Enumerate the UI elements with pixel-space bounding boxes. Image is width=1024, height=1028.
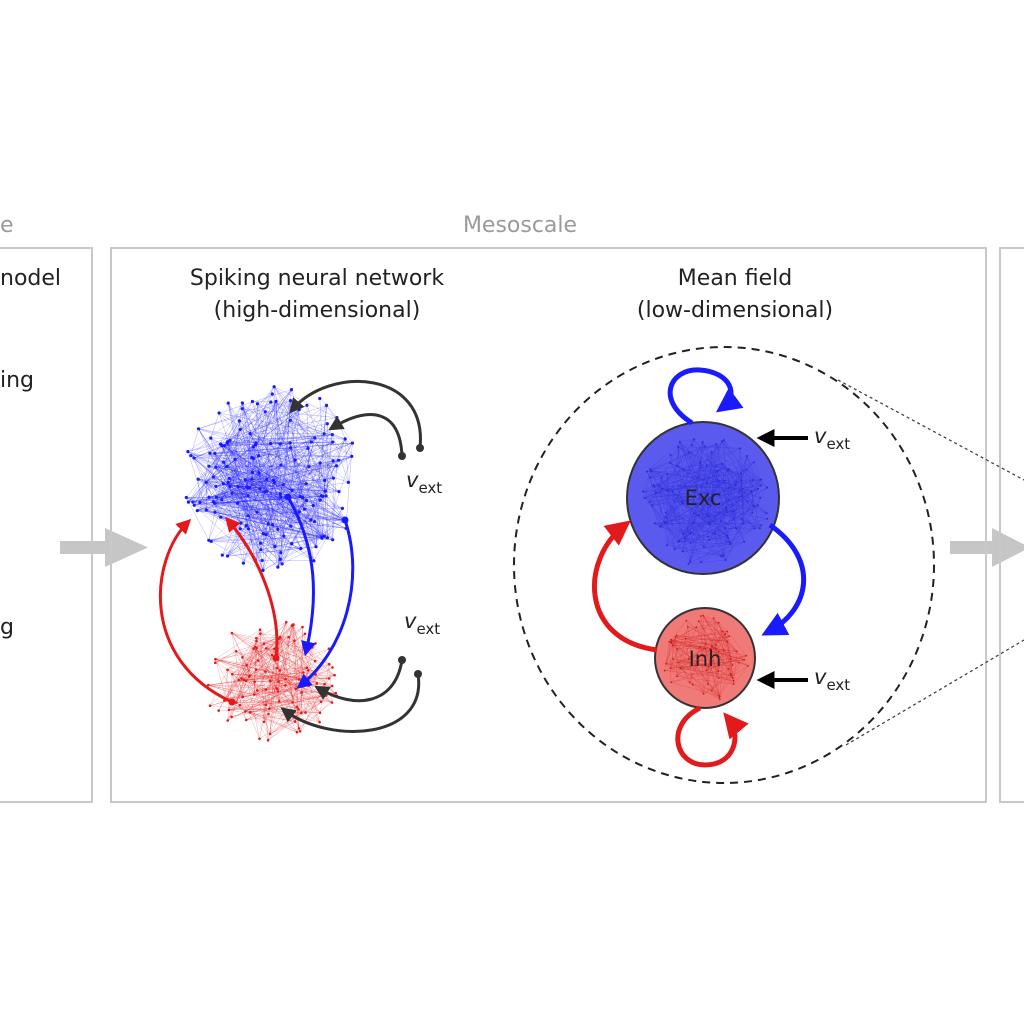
external-source-dot-4: [414, 670, 422, 678]
external-source-dot-2: [398, 452, 406, 460]
snn-external-input-arrow-2: [332, 415, 402, 456]
mf-vext-label-exc: vext: [814, 424, 850, 453]
inh-node-label: Inh: [689, 647, 722, 671]
mesoscale-label: Mesoscale: [463, 213, 577, 238]
left-panel-border: [0, 248, 92, 802]
excitatory-network-cluster: [185, 385, 354, 572]
inh-self-loop-arrow: [678, 708, 735, 765]
exc-node-label: Exc: [685, 486, 722, 510]
mf-vext-label-inh: vext: [814, 665, 850, 694]
snn-red-origin-dot-2: [273, 655, 280, 662]
inhibitory-network-cluster: [207, 621, 338, 742]
right-panel-border: [1000, 248, 1024, 802]
snn-title-line-2: (high-dimensional): [214, 298, 421, 323]
zoom-line-bottom: [846, 640, 1024, 745]
external-source-dot-3: [398, 656, 406, 664]
external-source-dot-1: [416, 444, 424, 452]
snn-inh-to-exc-arrow-outer: [160, 522, 232, 702]
center-panel-border: [111, 248, 986, 802]
snn-vext-label-top: vext: [406, 468, 442, 497]
snn-red-origin-dot: [229, 699, 236, 706]
exc-to-inh-arrow: [768, 525, 804, 632]
snn-blue-origin-dot-2: [342, 517, 349, 524]
mf-title-line-2: (low-dimensional): [637, 298, 833, 323]
left-text-line-1: nodel: [0, 266, 61, 291]
mf-title-line-1: Mean field: [678, 266, 792, 291]
snn-vext-label-bottom: vext: [404, 609, 440, 638]
snn-title-line-1: Spiking neural network: [190, 266, 444, 291]
left-scale-label: e: [0, 213, 14, 238]
exc-self-loop-arrow: [670, 370, 731, 423]
zoom-line-top: [838, 380, 1024, 480]
left-text-line-2: ing: [0, 368, 34, 393]
left-transition-arrow: [60, 528, 148, 567]
left-text-line-3: g: [0, 615, 14, 640]
snn-blue-origin-dot: [285, 494, 292, 501]
